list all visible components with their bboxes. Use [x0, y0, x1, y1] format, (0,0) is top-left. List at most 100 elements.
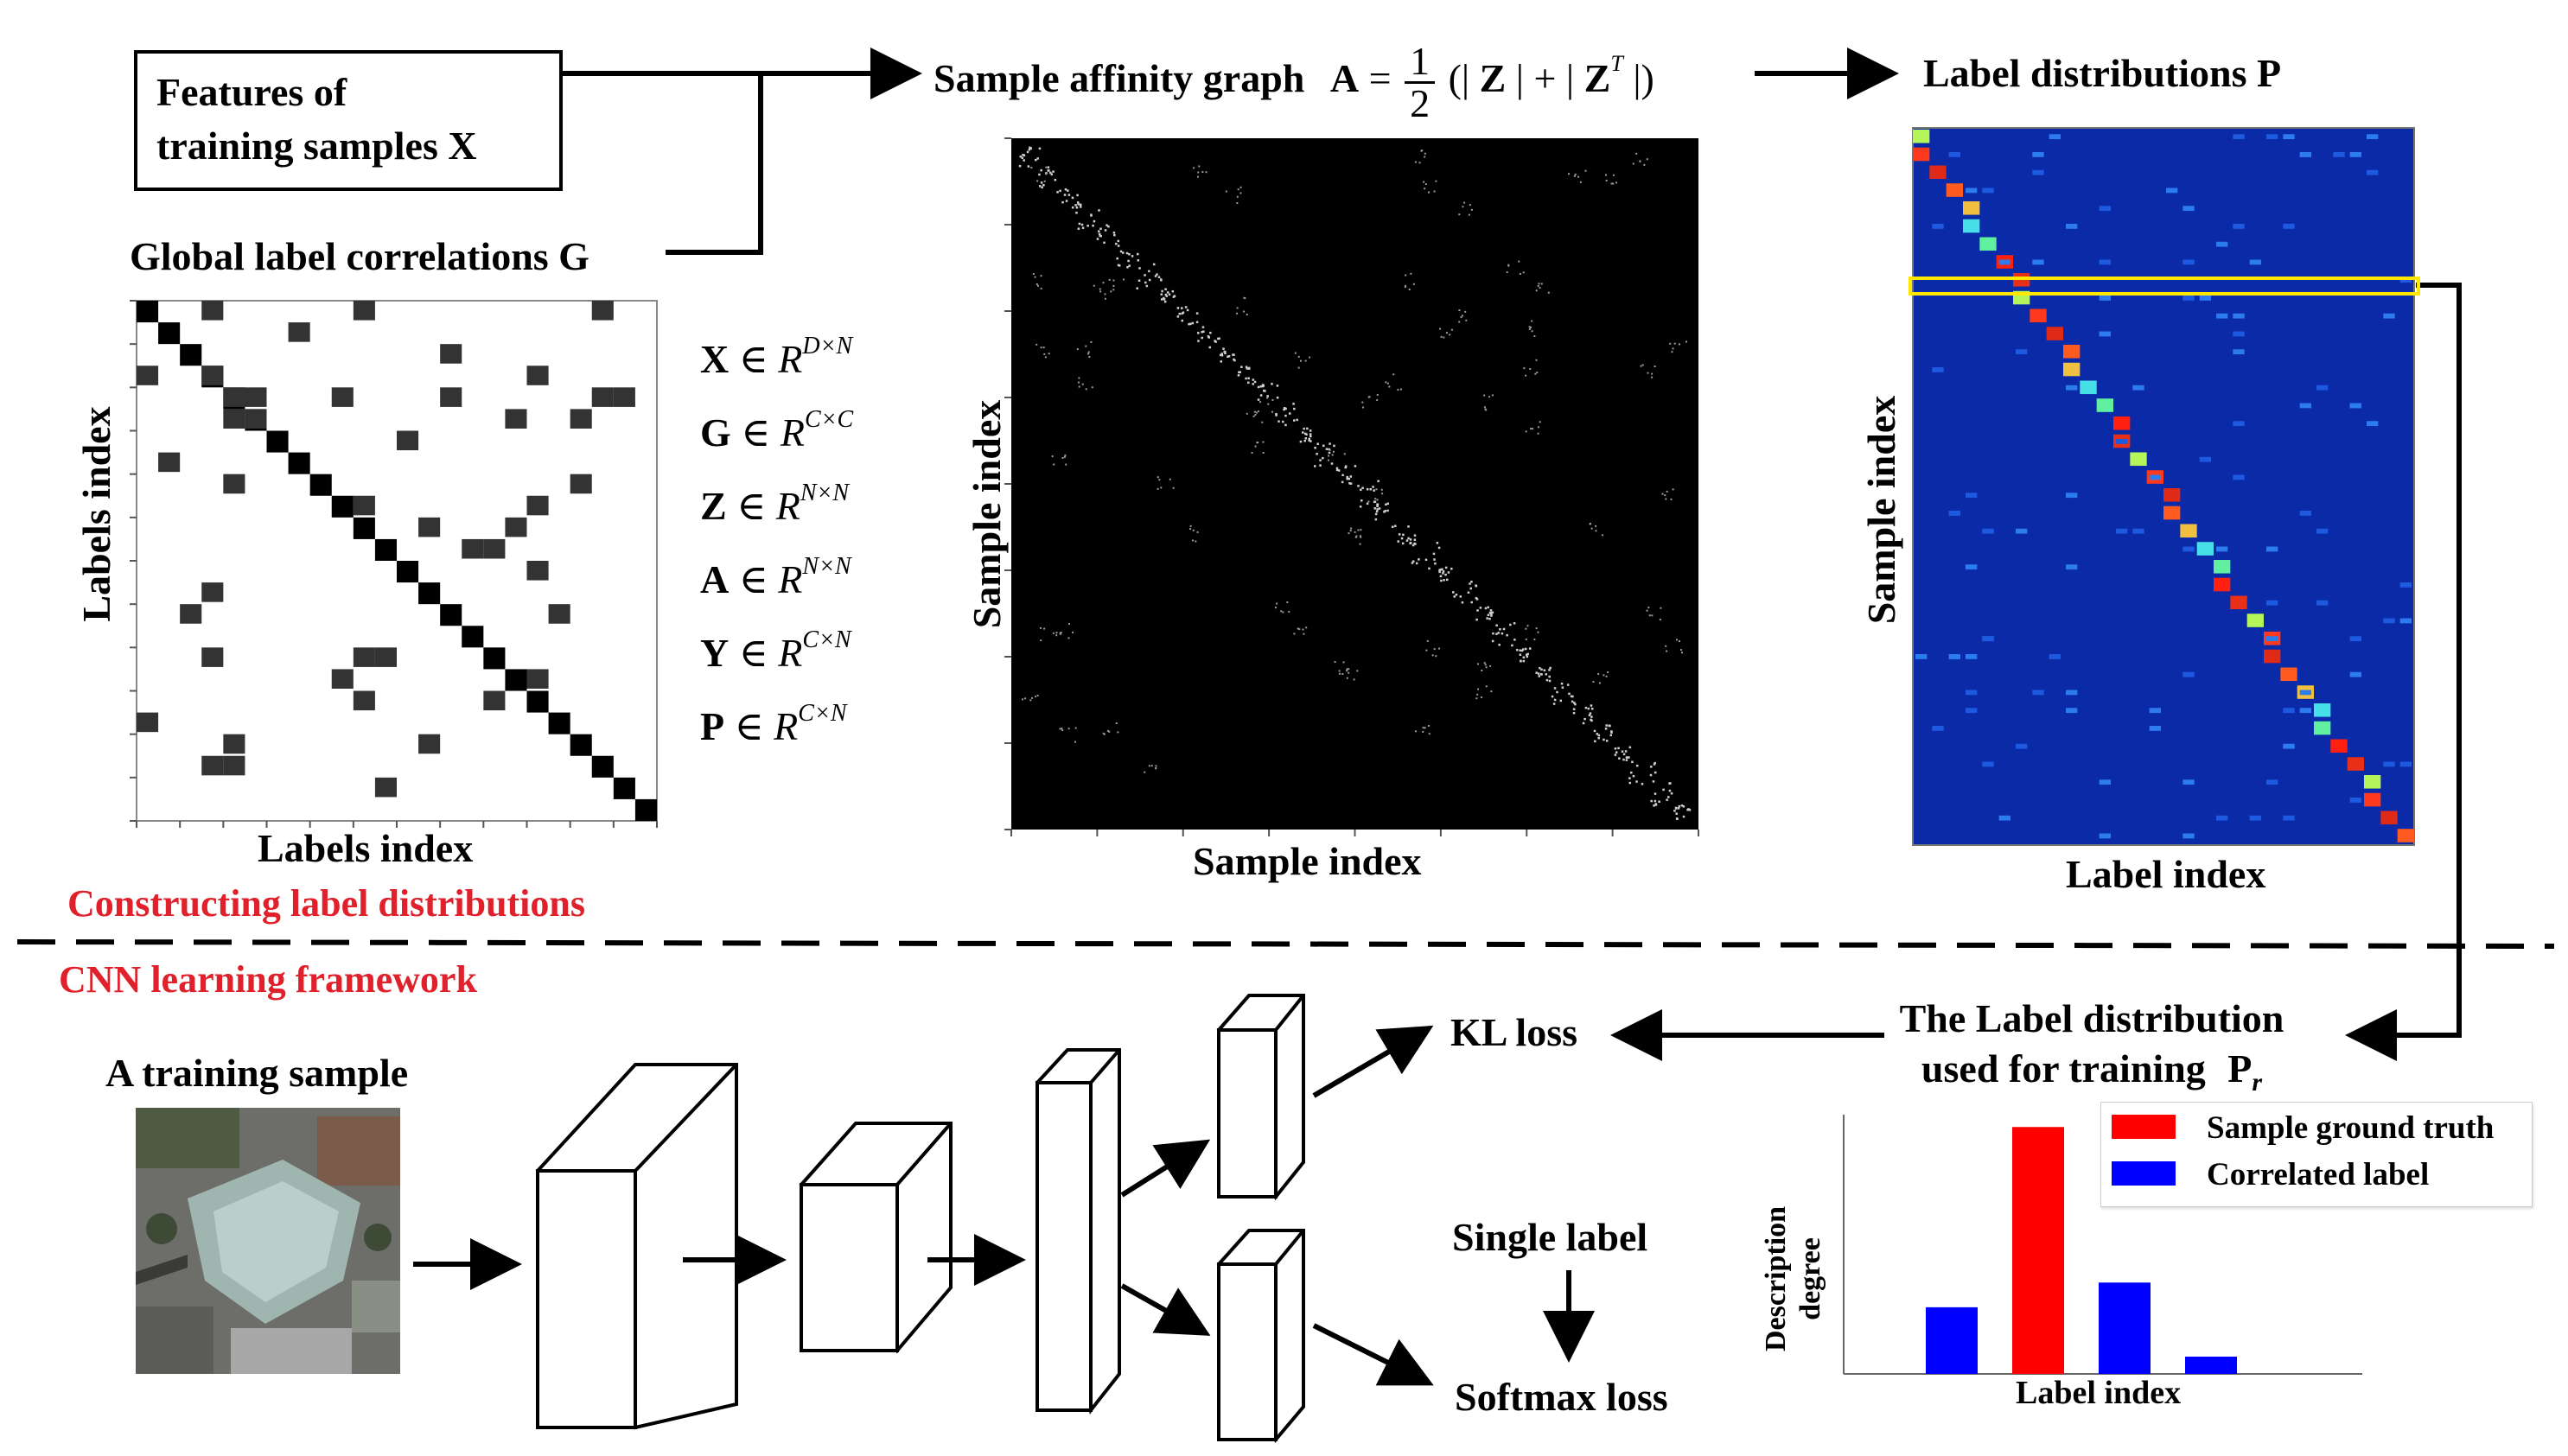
affinity-diag-dot: [1348, 477, 1351, 480]
affinity-diag-dot: [1622, 753, 1626, 756]
variable-set: ∈ R: [729, 631, 803, 675]
affinity-diag-dot: [1461, 601, 1464, 604]
heatmap-offdiag-cell: [2266, 134, 2278, 140]
affinity-diag-dot: [1275, 414, 1278, 416]
affinity-diag-dot: [1261, 385, 1265, 387]
affinity-diag-dot: [1653, 804, 1655, 807]
affinity-offdiag-dot: [1102, 282, 1105, 284]
affinity-offdiag-dot: [1350, 527, 1353, 530]
affinity-diag-dot: [1328, 451, 1331, 455]
affinity-diag-dot: [1065, 200, 1068, 202]
affinity-offdiag-dot: [1357, 529, 1360, 531]
affinity-offdiag-dot: [1244, 297, 1246, 300]
affinity-diag-dot: [1138, 267, 1141, 270]
affinity-diag-dot: [1677, 807, 1680, 810]
affinity-diag-dot: [1166, 291, 1169, 294]
variable-def-3: A ∈ RN×N: [700, 553, 851, 602]
bar-correlated-label: [1926, 1307, 1978, 1374]
affinity-diag-dot: [1498, 643, 1501, 646]
affinity-offdiag-dot: [1035, 696, 1037, 698]
affinity-offdiag-dot: [1374, 498, 1377, 500]
affinity-diag-dot: [1266, 395, 1269, 397]
affinity-offdiag-dot: [1612, 174, 1615, 176]
affinity-offdiag-dot: [1414, 161, 1417, 163]
affinity-offdiag-dot: [1091, 386, 1093, 389]
affinity-diag-dot: [1349, 475, 1353, 478]
affinity-offdiag-dot: [1424, 156, 1426, 158]
left-matrix-cell: [223, 734, 245, 754]
heatmap-diag-cell: [2163, 505, 2181, 520]
affinity-offdiag-dot: [1036, 694, 1039, 696]
heatmap-offdiag-cell: [1966, 654, 1978, 659]
affinity-diag-dot: [1346, 477, 1348, 480]
cnn-block-2: [799, 1122, 953, 1354]
affinity-diag-dot: [1630, 771, 1633, 774]
left-matrix-diag-cell: [309, 474, 332, 496]
heatmap-offdiag-cell: [2299, 511, 2311, 516]
affinity-offdiag-dot: [1157, 487, 1159, 490]
affinity-diag-dot: [1252, 383, 1254, 385]
left-matrix-diag-cell: [288, 452, 310, 474]
affinity-diag-dot: [1604, 728, 1608, 730]
affinity-offdiag-dot: [1535, 289, 1538, 292]
affinity-offdiag-dot: [1243, 310, 1246, 313]
affinity-offdiag-dot: [1085, 345, 1087, 347]
affinity-diag-dot: [1245, 377, 1247, 380]
affinity-offdiag-dot: [1533, 334, 1536, 337]
affinity-diag-dot: [1492, 632, 1494, 635]
heatmap-diag-cell: [1913, 130, 1930, 143]
affinity-diag-dot: [1064, 188, 1067, 191]
heatmap-diag-cell: [1929, 165, 1947, 180]
affinity-diag-dot: [1654, 771, 1657, 774]
left-matrix-cell: [526, 669, 549, 689]
affinity-diag-dot: [1202, 330, 1205, 333]
affinity-offdiag-dot: [1297, 627, 1299, 630]
affinity-offdiag-dot: [1490, 690, 1493, 693]
heatmap-offdiag-cell: [2216, 313, 2228, 319]
affinity-offdiag-dot: [1673, 342, 1676, 345]
affinity-offdiag-dot: [1410, 272, 1412, 275]
variable-symbol: X: [700, 337, 730, 381]
affinity-diag-dot: [1319, 459, 1322, 461]
affinity-offdiag-dot: [1338, 670, 1341, 672]
variable-set: ∈ R: [730, 410, 805, 455]
affinity-offdiag-dot: [1112, 289, 1115, 291]
affinity-diag-dot: [1487, 614, 1490, 616]
affinity-diag-dot: [1628, 756, 1630, 759]
heatmap-offdiag-cell: [2199, 296, 2211, 301]
affinity-offdiag-dot: [1640, 365, 1642, 367]
affinity-offdiag-dot: [1293, 633, 1296, 635]
affinity-diag-dot: [1469, 582, 1471, 585]
affinity-diag-dot: [1369, 487, 1373, 491]
arrow-block3-to-block5: [1120, 1283, 1211, 1336]
heatmap-offdiag-cell: [2299, 708, 2311, 714]
heatmap-offdiag-cell: [2116, 528, 2128, 534]
affinity-diag-dot: [1191, 321, 1195, 325]
affinity-diag-dot: [1434, 562, 1437, 565]
affinity-diag-dot: [1373, 489, 1375, 492]
affinity-diag-dot: [1470, 601, 1473, 604]
heatmap-diag-cell: [2063, 362, 2081, 377]
heatmap-offdiag-cell: [1966, 708, 1978, 714]
affinity-diag-dot: [1501, 632, 1504, 635]
affinity-offdiag-dot: [1354, 531, 1356, 533]
heatmap-offdiag-cell: [2349, 671, 2361, 677]
affinity-diag-dot: [1144, 274, 1146, 277]
affinity-diag-dot: [1077, 227, 1080, 230]
affinity-diag-dot: [1115, 242, 1118, 245]
left-matrix-cell: [526, 561, 549, 581]
affinity-offdiag-dot: [1076, 348, 1079, 351]
affinity-diag-dot: [1442, 572, 1444, 575]
heatmap-offdiag-cell: [1982, 761, 1994, 767]
affinity-offdiag-dot: [1536, 372, 1539, 374]
cnn-block-5: [1216, 1229, 1305, 1444]
affinity-offdiag-dot: [1405, 284, 1407, 287]
affinity-diag-dot: [1528, 647, 1532, 650]
affinity-diag-dot: [1545, 678, 1549, 682]
affinity-diag-dot: [1487, 606, 1489, 609]
affinity-diag-dot: [1162, 296, 1165, 300]
formula-close: |): [1633, 56, 1654, 101]
affinity-diag-dot: [1635, 764, 1639, 767]
bar-chart-xlabel: Label index: [2016, 1375, 2182, 1411]
heatmap-offdiag-cell: [2266, 546, 2278, 552]
